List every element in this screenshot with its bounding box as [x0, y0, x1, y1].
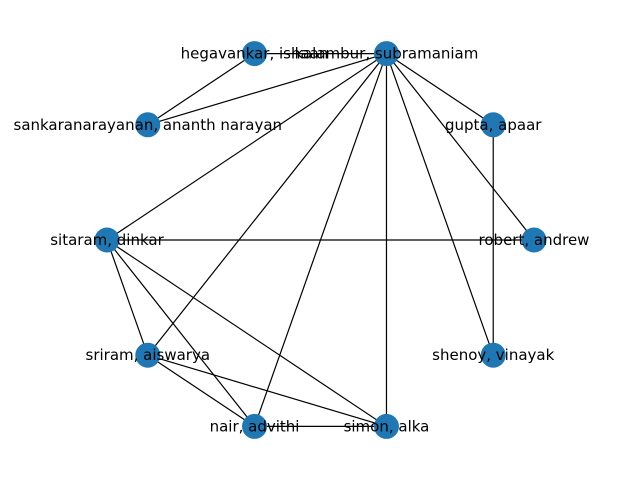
- node-kalambur[interactable]: [373, 41, 399, 67]
- node-label-shenoy: shenoy, vinayak: [432, 346, 554, 364]
- node-label-nair: nair, advithi: [210, 417, 300, 435]
- edge-sriram-simon: [147, 354, 387, 427]
- edge-sankaranarayanan-kalambur: [147, 53, 387, 126]
- node-label-hegavankar: hegavankar, ishaan: [181, 45, 329, 63]
- edge-sitaram-nair: [106, 239, 255, 427]
- node-label-robert: robert, andrew: [479, 231, 590, 249]
- edge-sankaranarayanan-hegavankar: [147, 53, 255, 126]
- node-gupta[interactable]: [480, 112, 506, 138]
- edge-kalambur-robert: [386, 53, 535, 241]
- edge-kalambur-gupta: [386, 53, 494, 126]
- node-nair[interactable]: [242, 413, 268, 439]
- node-label-sankaranarayanan: sankaranarayanan, ananth narayan: [14, 116, 283, 134]
- node-label-gupta: gupta, apaar: [445, 116, 542, 134]
- node-simon[interactable]: [373, 413, 399, 439]
- node-robert[interactable]: [521, 227, 547, 253]
- node-label-sitaram: sitaram, dinkar: [50, 231, 164, 249]
- edge-kalambur-shenoy: [385, 53, 494, 356]
- node-label-simon: simon, alka: [344, 417, 430, 435]
- labels-layer: sankaranarayanan, ananth narayan hegavank…: [14, 45, 590, 436]
- edge-sitaram-sriram: [106, 239, 149, 356]
- edges-layer: [106, 52, 535, 428]
- node-shenoy[interactable]: [480, 342, 506, 368]
- node-sriram[interactable]: [135, 342, 161, 368]
- node-label-sriram: sriram, aiswarya: [86, 346, 211, 364]
- edge-sitaram-kalambur: [106, 53, 387, 241]
- edge-sriram-nair: [147, 354, 255, 427]
- node-label-kalambur: kalambur, subramaniam: [295, 45, 479, 63]
- node-sankaranarayanan[interactable]: [135, 112, 161, 138]
- edge-kalambur-sriram: [147, 53, 387, 356]
- node-hegavankar[interactable]: [242, 41, 268, 67]
- nodes-layer: [94, 41, 547, 439]
- edge-sitaram-simon: [106, 239, 387, 427]
- node-sitaram[interactable]: [94, 227, 120, 253]
